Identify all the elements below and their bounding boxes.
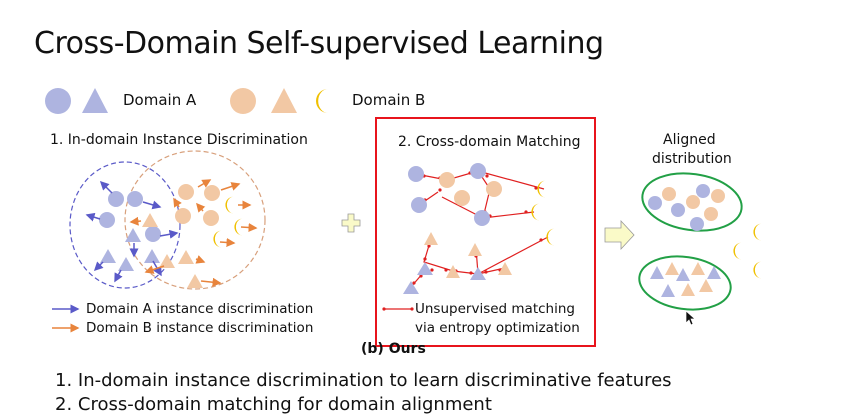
bullet-2: 2. Cross-domain matching for domain alig… — [55, 394, 492, 415]
domain-b-region — [124, 150, 266, 290]
section3-title-line1: Aligned — [663, 132, 716, 148]
aligned-cluster-circles — [641, 172, 743, 232]
domain-a-instances — [85, 180, 179, 283]
legend-matching-line2: via entropy optimization — [415, 320, 580, 336]
legend-b-discrimination: Domain B instance discrimination — [86, 320, 314, 336]
slide-title: Cross-Domain Self-supervised Learning — [34, 26, 604, 61]
domain-a-region — [69, 161, 181, 289]
domain-b-instances — [129, 179, 258, 288]
bullet-1: 1. In-domain instance discrimination to … — [55, 370, 672, 391]
domain-b-moon-icon — [316, 89, 328, 113]
legend-a-discrimination: Domain A instance discrimination — [86, 301, 314, 317]
section3-diagram — [638, 172, 762, 311]
domain-b-circle-icon — [230, 88, 256, 114]
right-arrow-icon — [604, 219, 635, 251]
domain-b-triangle-icon — [271, 88, 297, 113]
legend-domain-b-shapes — [230, 88, 328, 114]
section1-diagram — [69, 150, 266, 290]
plus-icon — [341, 213, 361, 233]
diagram-canvas — [45, 88, 762, 347]
highlight-box — [375, 117, 596, 347]
mouse-cursor-icon — [685, 310, 696, 326]
aligned-cluster-triangles — [638, 255, 732, 311]
figure-caption: (b) Ours — [361, 341, 426, 357]
legend-domain-a-shapes — [45, 88, 108, 114]
section2-diagram — [403, 163, 555, 294]
section2-title: 2. Cross-domain Matching — [398, 134, 581, 150]
domain-a-circle-icon — [45, 88, 71, 114]
legend-domain-b-label: Domain B — [352, 91, 426, 109]
section1-title: 1. In-domain Instance Discrimination — [50, 132, 308, 148]
legend-domain-a-label: Domain A — [123, 91, 197, 109]
domain-a-triangle-icon — [82, 88, 108, 113]
legend-matching-line1: Unsupervised matching — [415, 301, 575, 317]
section3-title-line2: distribution — [652, 151, 732, 167]
